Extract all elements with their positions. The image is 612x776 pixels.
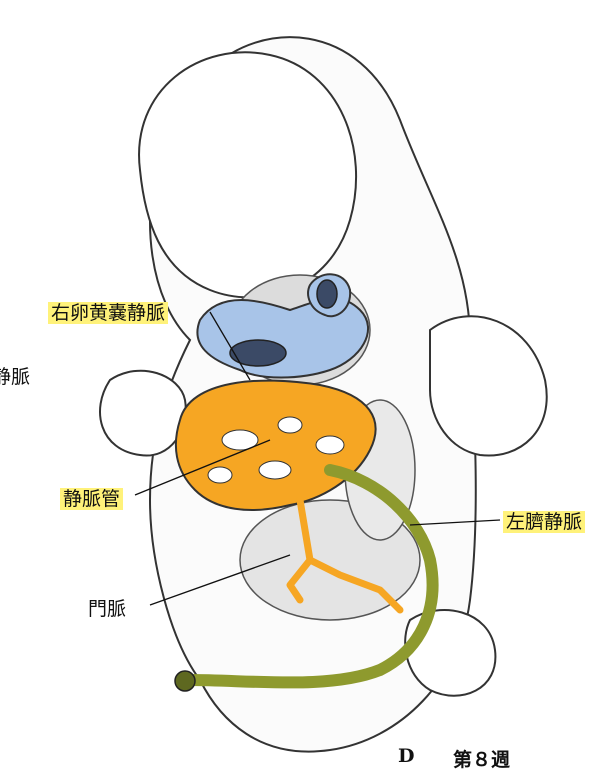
umbilical-vein-end (175, 671, 195, 691)
caption-panel-letter: D (398, 745, 414, 767)
cut-edge-text: 静脈 (0, 366, 30, 388)
lower-limb (430, 316, 547, 455)
vein-lumen-upper (317, 280, 337, 308)
embryo-head (139, 52, 356, 297)
liver-sinusoid (208, 467, 232, 483)
liver-sinusoid (259, 461, 291, 479)
upper-limb (100, 371, 186, 456)
caption-stage-text: 第８週 (453, 749, 510, 771)
label-left-umbilical-vein: 左臍静脈 (503, 507, 585, 534)
liver-sinusoid (278, 417, 302, 433)
vein-lumen-left (230, 340, 286, 366)
label-ductus-venosus: 静脈管 (60, 484, 123, 511)
label-portal-vein-text: 門脈 (88, 598, 126, 620)
liver-sinusoid (316, 436, 344, 454)
label-portal-vein: 門脈 (88, 594, 126, 621)
label-left-umbilical-vein-text: 左臍静脈 (503, 511, 585, 533)
caption-panel-text: D (398, 745, 414, 767)
cut-edge-label: 静脈 (0, 362, 30, 389)
label-right-vitelline-vein: 右卵黄嚢静脈 (48, 298, 168, 325)
caption-stage: 第８週 (453, 745, 510, 772)
label-ductus-venosus-text: 静脈管 (60, 488, 123, 510)
label-right-vitelline-vein-text: 右卵黄嚢静脈 (48, 302, 168, 324)
